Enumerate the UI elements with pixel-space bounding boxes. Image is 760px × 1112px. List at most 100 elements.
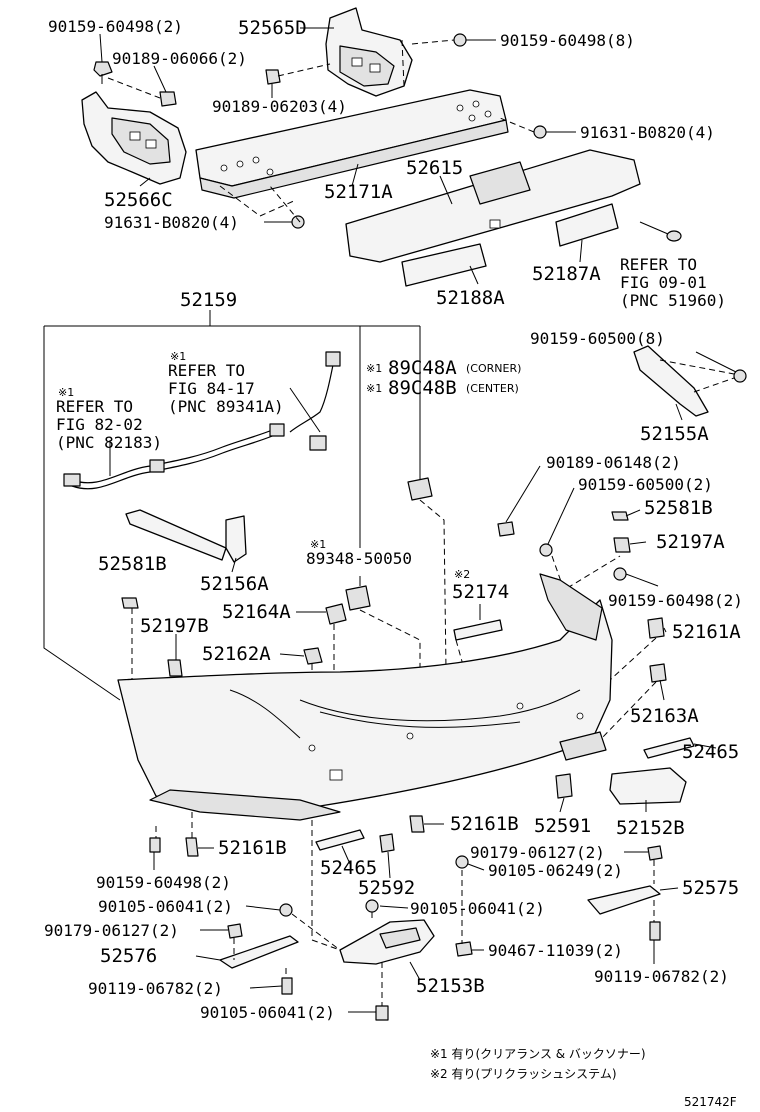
absorber-52615	[345, 149, 641, 263]
label-l35: 52152B	[616, 817, 685, 839]
clip-90189-06148	[497, 521, 515, 537]
label-l12: 52188A	[436, 287, 505, 309]
ref1-line2: FIG 84-17	[168, 379, 255, 398]
retainer-52187a	[555, 203, 619, 247]
retainer-52188a	[401, 243, 487, 287]
label-l22: 52581B	[98, 553, 167, 575]
label-l41: 90159-60498(2)	[96, 873, 231, 892]
label-l5: 90189-06203(4)	[212, 97, 347, 116]
ref2-line2: FIG 82-02	[56, 415, 143, 434]
label-l30: 52162A	[202, 643, 271, 665]
footnote-2: ※2 有り(プリクラッシュシステム)	[430, 1067, 617, 1081]
ref2-line3: (PNC 82183)	[56, 433, 162, 452]
retainer-52161b-left	[185, 837, 199, 857]
wire-harness-left	[63, 423, 285, 490]
wire-harness-right	[289, 351, 341, 451]
clip-52581b-right	[611, 511, 629, 521]
label-l34: 52591	[534, 815, 591, 837]
label-l50: 52153B	[416, 975, 485, 997]
label-l10: 91631-B0820(4)	[104, 213, 239, 232]
label-l2: 90189-06066(2)	[112, 49, 247, 68]
cover-52162a	[303, 647, 323, 665]
label-l8: 52171A	[324, 181, 393, 203]
label-l38: 52465	[320, 857, 377, 879]
label-l48: 90119-06782(2)	[88, 979, 223, 998]
ref3-line1: REFER TO	[620, 255, 697, 274]
label-l20: 52581B	[644, 497, 713, 519]
label-l9: 52615	[406, 157, 463, 179]
clip-top-left	[93, 61, 113, 84]
seal-52592	[379, 833, 395, 853]
bracket-52566c	[81, 91, 187, 185]
ref2-mark: ※1	[58, 386, 74, 399]
bracket-89348-50050	[345, 585, 371, 611]
cover-52163a	[649, 663, 667, 683]
label-l4: 90159-60498(8)	[500, 31, 635, 50]
reflector-52153b	[339, 919, 435, 965]
trim-52465-right	[643, 737, 695, 759]
label-center: (CENTER)	[466, 382, 519, 395]
label-l6: 91631-B0820(4)	[580, 123, 715, 142]
bolt-90119-right	[649, 921, 661, 941]
label-l11: 52187A	[532, 263, 601, 285]
retainer-52197a	[613, 537, 631, 553]
bracket-52155a	[633, 345, 709, 417]
cover-52576	[219, 935, 299, 969]
bolt-90119-left	[281, 977, 293, 995]
bolt-lower-left	[149, 837, 161, 853]
bolt-90105-left	[279, 903, 293, 917]
spacer-52174	[453, 619, 503, 641]
part-labels: 90159-60498(2) 90189-06066(2) 52565D 901…	[44, 17, 743, 1022]
seal-52591	[555, 773, 573, 799]
label-corner: (CORNER)	[466, 362, 521, 375]
bracket-52565d	[325, 7, 413, 97]
bumper-cover-52159	[117, 573, 613, 821]
label-l51: 90105-06041(2)	[200, 1003, 335, 1022]
mark-52174: ※2	[454, 568, 470, 581]
retainer-52197b	[167, 659, 183, 677]
label-l17: 89C48B	[388, 377, 457, 399]
bolt-top-right	[453, 33, 478, 47]
label-l3: 52565D	[238, 17, 307, 39]
label-l29: 52161A	[672, 621, 741, 643]
label-l32: 52465	[682, 741, 739, 763]
bolt-91631-right	[533, 125, 558, 139]
label-l44: 90105-06041(2)	[410, 899, 545, 918]
label-l46: 90467-11039(2)	[488, 941, 623, 960]
label-l47: 52576	[100, 945, 157, 967]
bolt-90105-06249	[455, 855, 469, 869]
label-l27: 52164A	[222, 601, 291, 623]
label-l24: 89348-50050	[306, 549, 412, 568]
sensor-89c48	[407, 477, 433, 501]
clip-52581b-left	[121, 597, 139, 609]
label-l40: 52575	[682, 877, 739, 899]
label-l13: 52159	[180, 289, 237, 311]
bolt-91631-left	[284, 215, 305, 229]
bracket-52161a	[647, 617, 665, 639]
trim-52465-left	[315, 829, 365, 851]
label-l25: 52174	[452, 581, 509, 603]
label-l7: 52566C	[104, 189, 173, 211]
label-l1: 90159-60498(2)	[48, 17, 183, 36]
bolt-90159-60500-2	[539, 543, 553, 557]
bolt-90159-60498-right	[613, 567, 627, 581]
label-l19: 90159-60500(2)	[578, 475, 713, 494]
clip-90179-left	[227, 923, 243, 939]
cover-52164a	[325, 603, 347, 625]
label-l21: 52197A	[656, 531, 725, 553]
label-l14: 90159-60500(8)	[530, 329, 665, 348]
label-l23: 52156A	[200, 573, 269, 595]
label-l42: 52592	[358, 877, 415, 899]
bolt-90105-06041-upper	[365, 899, 379, 913]
label-l45: 90179-06127(2)	[44, 921, 179, 940]
figure-id: 521742F	[684, 1095, 737, 1109]
label-l43: 90105-06041(2)	[98, 897, 233, 916]
label-l31: 52163A	[630, 705, 699, 727]
ref1-line3: (PNC 89341A)	[168, 397, 284, 416]
label-l15: 52155A	[640, 423, 709, 445]
mark-89348: ※1	[310, 538, 326, 551]
label-l18: 90189-06148(2)	[546, 453, 681, 472]
ref3-line3: (PNC 51960)	[620, 291, 726, 310]
ref1-line1: REFER TO	[168, 361, 245, 380]
mark-center: ※1	[366, 382, 382, 395]
